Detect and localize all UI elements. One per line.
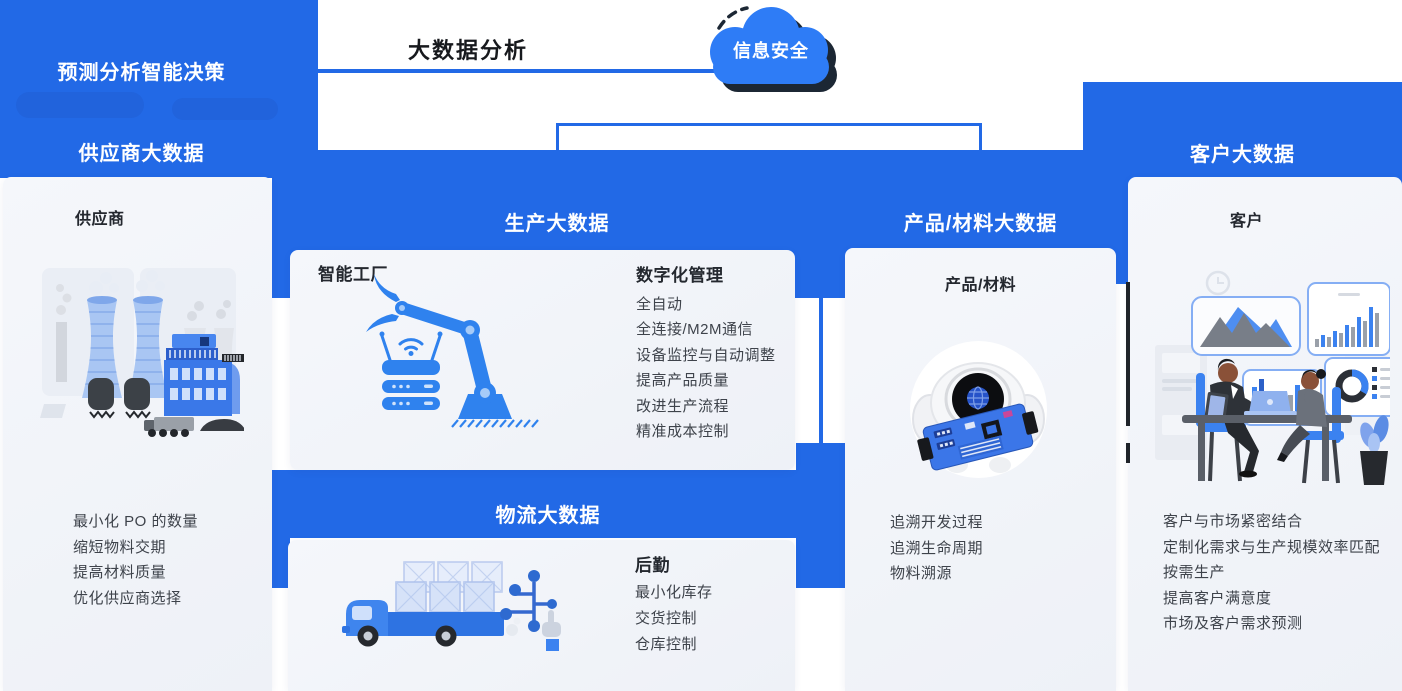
list-item: 优化供应商选择 bbox=[73, 589, 182, 607]
easel-leg bbox=[1126, 443, 1130, 463]
vertical-connector-line bbox=[819, 297, 823, 445]
right-gap-strip bbox=[1113, 250, 1128, 284]
list-item: 提高客户满意度 bbox=[1163, 589, 1272, 607]
list-item: 追溯开发过程 bbox=[890, 514, 984, 531]
customer-benefits-list: 客户与市场紧密结合 定制化需求与生产规模效率匹配 按需生产 提高客户满意度 市场… bbox=[1163, 509, 1380, 637]
production-header: 生产大数据 bbox=[504, 213, 610, 235]
list-item: 提高材料质量 bbox=[73, 564, 167, 581]
product-card-title: 产品/材料 bbox=[945, 277, 1016, 294]
logistics-header: 物流大数据 bbox=[495, 505, 601, 527]
logistics-right-leg bbox=[796, 443, 845, 588]
logistics-card-title: 后勤 bbox=[635, 556, 670, 575]
robot-photo-circle bbox=[910, 341, 1047, 478]
list-item: 改进生产流程 bbox=[636, 397, 730, 415]
list-item: 物料溯源 bbox=[890, 565, 953, 582]
list-item: 设备监控与自动调整 bbox=[636, 346, 776, 364]
logistics-band bbox=[272, 470, 845, 538]
meeting-illustration bbox=[1155, 270, 1390, 485]
list-item: 追溯生命周期 bbox=[890, 539, 984, 557]
supplier-header: 供应商大数据 bbox=[78, 143, 205, 165]
list-item: 按需生产 bbox=[1163, 564, 1226, 582]
cloud-icon bbox=[710, 6, 837, 92]
list-item: 交货控制 bbox=[635, 610, 698, 627]
digital-management-list: 全自动 全连接/M2M通信 设备监控与自动调整 提高产品质量 改进生产流程 精准… bbox=[636, 292, 776, 444]
list-item: 市场及客户需求预测 bbox=[1163, 615, 1303, 633]
analysis-label: 大数据分析 bbox=[408, 38, 529, 63]
list-item: 客户与市场紧密结合 bbox=[1163, 513, 1303, 530]
list-item: 缩短物料交期 bbox=[73, 538, 167, 556]
digital-card-title: 数字化管理 bbox=[636, 266, 724, 285]
logistics-left-leg bbox=[272, 538, 290, 588]
customer-card-title: 客户 bbox=[1230, 213, 1264, 230]
customer-header: 客户大数据 bbox=[1190, 144, 1295, 166]
truck-boxes-illustration bbox=[342, 561, 521, 647]
decor-blob bbox=[172, 98, 278, 120]
top-connector-line bbox=[318, 69, 778, 73]
list-item: 全自动 bbox=[636, 296, 683, 313]
product-header: 产品/材料大数据 bbox=[903, 213, 1058, 235]
supplier-card bbox=[3, 177, 272, 691]
list-item: 最小化库存 bbox=[635, 584, 713, 601]
decor-blob bbox=[16, 92, 144, 118]
factory-card-title: 智能工厂 bbox=[318, 265, 388, 284]
list-item: 定制化需求与生产规模效率匹配 bbox=[1163, 538, 1381, 556]
list-item: 最小化 PO 的数量 bbox=[73, 513, 199, 530]
decision-header: 预测分析智能决策 bbox=[57, 62, 226, 84]
list-item: 提高产品质量 bbox=[636, 372, 730, 390]
network-branch-icon bbox=[500, 570, 561, 651]
list-item: 精准成本控制 bbox=[636, 423, 730, 441]
traceability-list: 追溯开发过程 追溯生命周期 物料溯源 bbox=[890, 510, 983, 587]
production-card bbox=[290, 250, 795, 470]
logistics-list: 最小化库存 交货控制 仓库控制 bbox=[635, 580, 713, 658]
supplier-header-block bbox=[0, 0, 318, 178]
supplier-card-title: 供应商 bbox=[75, 211, 125, 228]
robot-arm-illustration bbox=[366, 274, 539, 428]
security-label: 信息安全 bbox=[733, 41, 809, 61]
supplier-benefits-list: 最小化 PO 的数量 缩短物料交期 提高材料质量 优化供应商选择 bbox=[73, 509, 198, 611]
easel-pole bbox=[1126, 282, 1130, 426]
connector-box bbox=[556, 123, 982, 153]
list-item: 仓库控制 bbox=[635, 636, 698, 653]
list-item: 全连接/M2M通信 bbox=[636, 321, 754, 339]
robot-pcb-illustration bbox=[912, 362, 1045, 473]
factory-illustration bbox=[40, 268, 244, 437]
